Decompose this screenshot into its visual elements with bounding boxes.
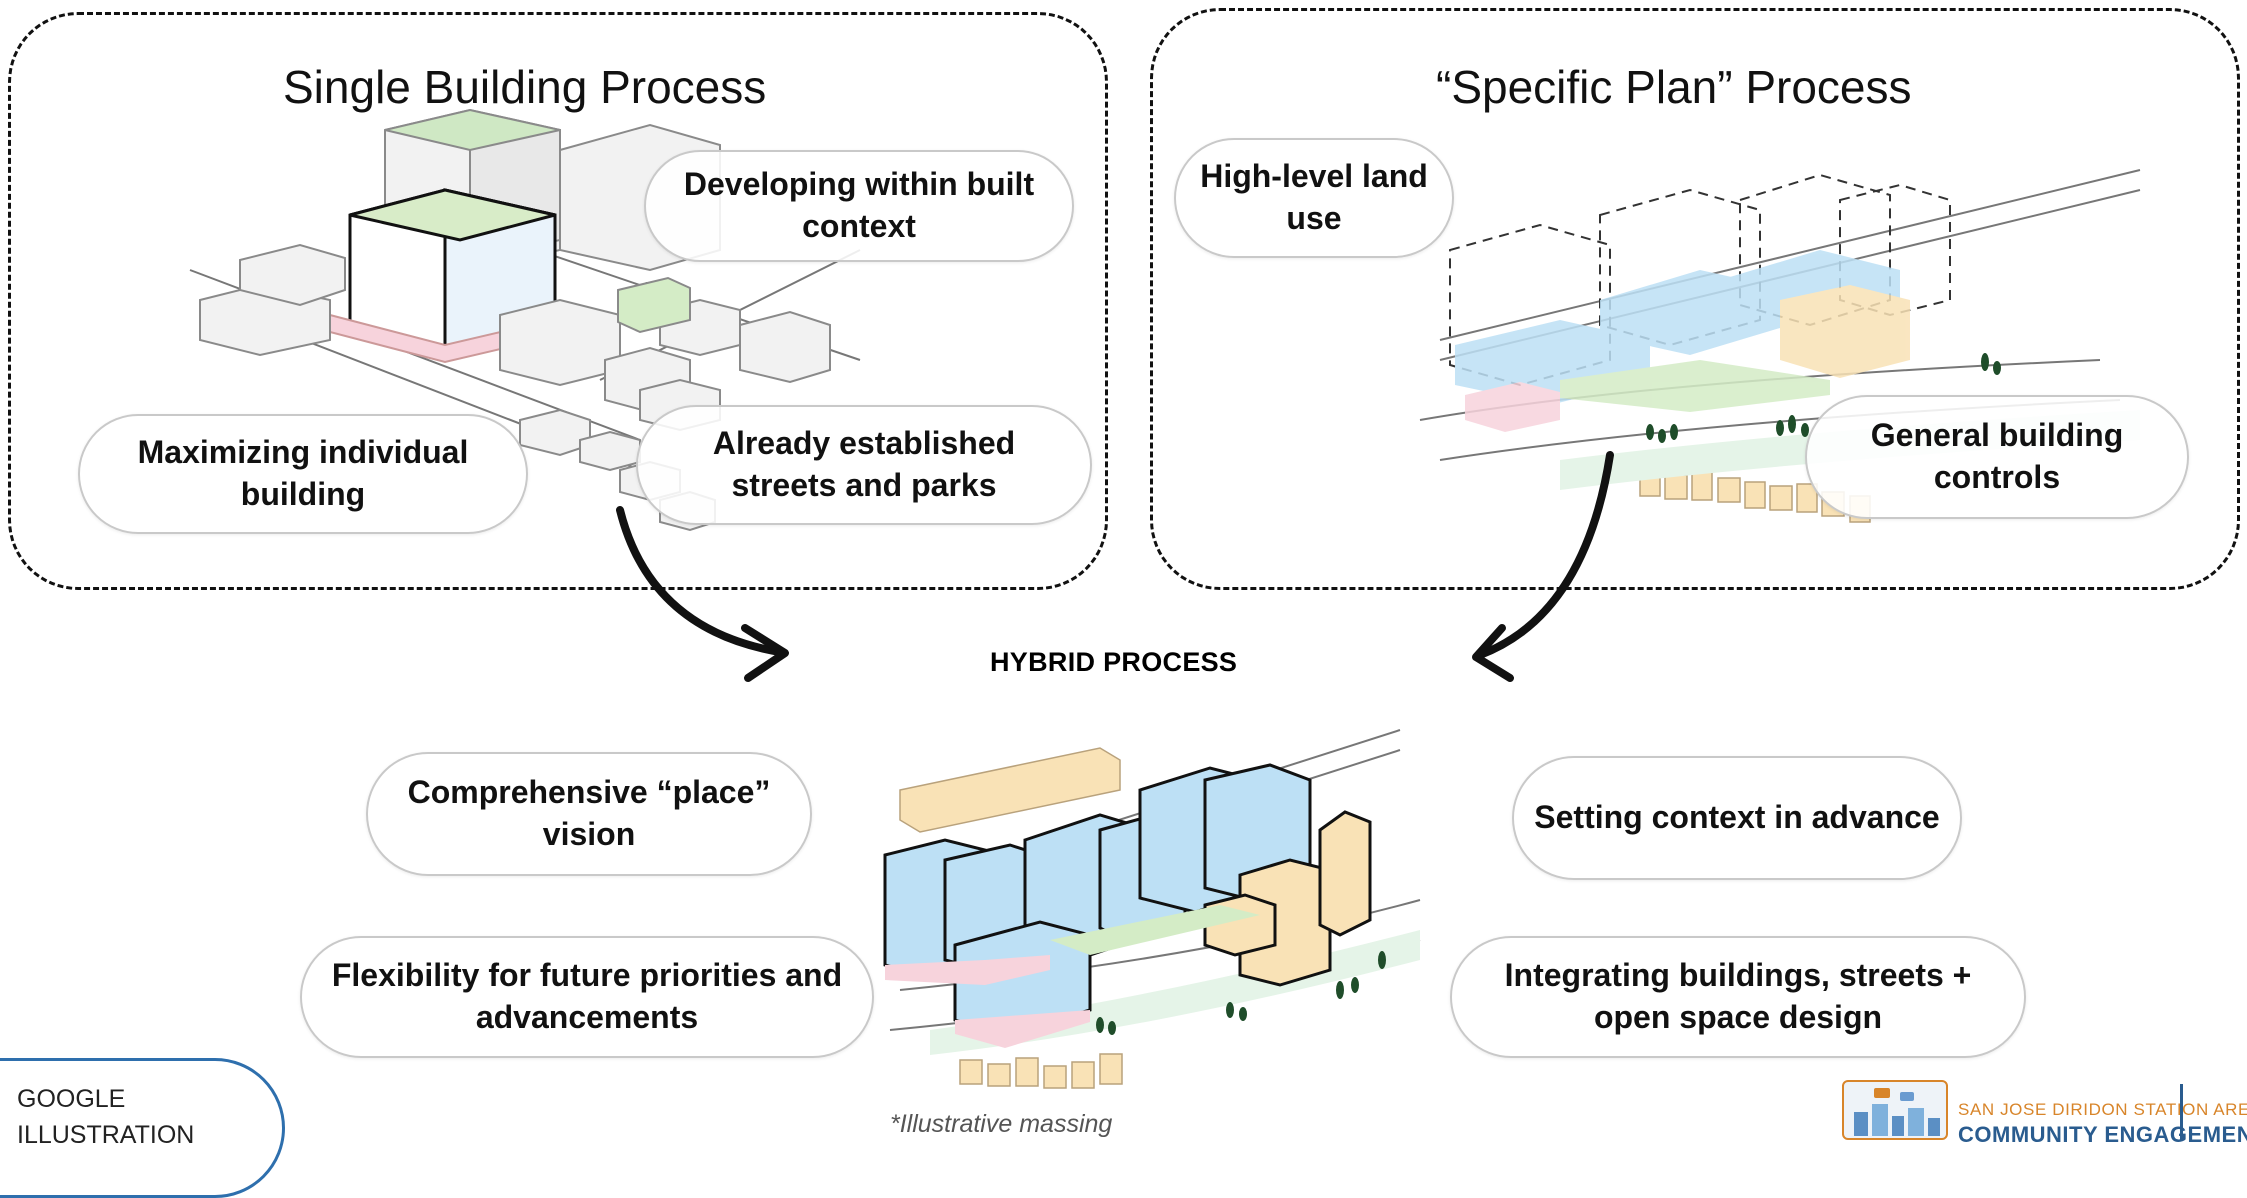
label-text: General building controls xyxy=(1870,417,2124,495)
label-high-level-land-use: High-level land use xyxy=(1174,138,1454,258)
single-building-process-title: Single Building Process xyxy=(283,61,767,113)
single-building-process-box xyxy=(8,12,1108,590)
tag-line-2: ILLUSTRATION xyxy=(17,1121,195,1149)
logo-mark-icon xyxy=(1842,1080,1948,1140)
label-text: Flexibility for future priorities and ad… xyxy=(331,957,843,1035)
label-text: Comprehensive “place” vision xyxy=(407,774,771,852)
illustrative-massing-note: *Illustrative massing xyxy=(890,1110,1113,1138)
arrow-right-to-hybrid xyxy=(1472,451,1614,682)
tag-line-1: GOOGLE xyxy=(17,1085,126,1113)
label-already-established-streets-and-parks: Already established streets and parks xyxy=(636,405,1092,525)
logo-line-1: SAN JOSE DIRIDON STATION AREA xyxy=(1958,1100,2247,1119)
label-text: Already established streets and parks xyxy=(712,425,1016,503)
specific-plan-process-box xyxy=(1150,8,2240,590)
label-setting-context-in-advance: Setting context in advance xyxy=(1512,756,1962,880)
diridon-community-engagement-logo: SAN JOSE DIRIDON STATION AREA COMMUNITY … xyxy=(1842,1080,2247,1147)
google-illustration-tag: GOOGLE ILLUSTRATION xyxy=(0,1058,285,1198)
label-comprehensive-place-vision: Comprehensive “place” vision xyxy=(366,752,812,876)
logo-line-2: COMMUNITY ENGAGEMENT xyxy=(1958,1122,2247,1147)
label-integrating-buildings-streets-open-space: Integrating buildings, streets + open sp… xyxy=(1450,936,2026,1058)
label-flexibility-for-future-priorities: Flexibility for future priorities and ad… xyxy=(300,936,874,1058)
label-text: High-level land use xyxy=(1200,158,1428,236)
label-text: Maximizing individual building xyxy=(137,434,469,512)
label-text: Developing within built context xyxy=(683,166,1035,244)
arrow-left-to-hybrid xyxy=(616,506,789,682)
label-developing-within-built-context: Developing within built context xyxy=(644,150,1074,262)
hybrid-process-title: HYBRID PROCESS xyxy=(990,647,1238,677)
logo-divider xyxy=(2180,1084,2183,1140)
hybrid-process-illustration xyxy=(883,729,1421,1089)
label-text: Integrating buildings, streets + open sp… xyxy=(1504,957,1972,1035)
label-maximizing-individual-building: Maximizing individual building xyxy=(78,414,528,534)
specific-plan-process-title: “Specific Plan” Process xyxy=(1436,61,1912,113)
label-text: Setting context in advance xyxy=(1534,799,1940,836)
label-general-building-controls: General building controls xyxy=(1805,395,2189,519)
